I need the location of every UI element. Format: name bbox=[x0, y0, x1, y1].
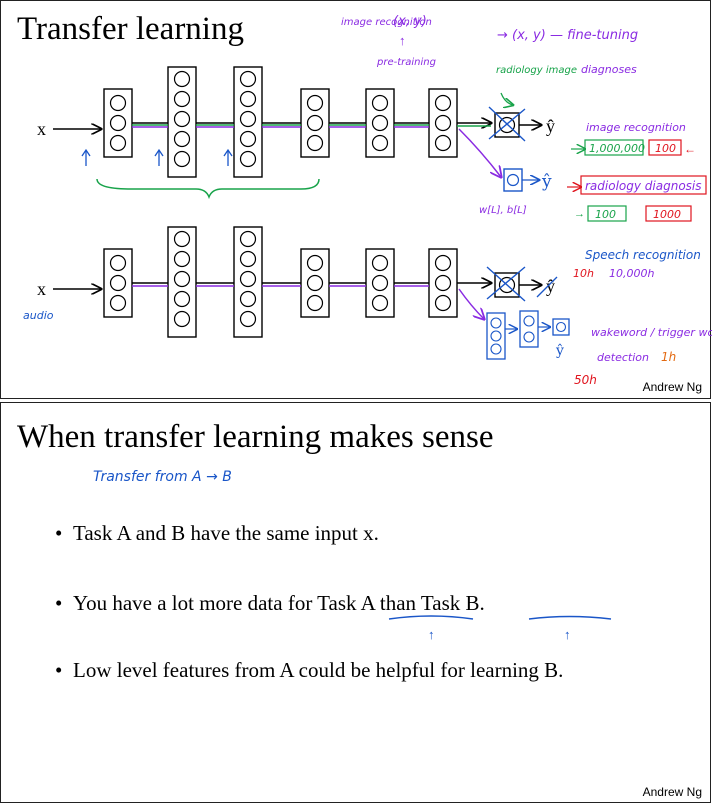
author-credit: Andrew Ng bbox=[642, 785, 702, 799]
arrow-task-b: ↑ bbox=[564, 627, 571, 642]
new-output-label-bottom: ŷ bbox=[555, 342, 564, 359]
input-label-top: x bbox=[37, 119, 46, 139]
note-pretrain-pair: (x, y) bbox=[393, 14, 427, 29]
bullet-2: • You have a lot more data for Task A tha… bbox=[55, 591, 485, 616]
bullet-text: Low level features from A could be helpf… bbox=[73, 658, 564, 682]
layer-brace bbox=[96, 178, 320, 200]
slide2-annotations: Transfer from A → B ↑ ↑ bbox=[93, 469, 612, 642]
layer-5-top bbox=[365, 88, 395, 158]
output-node-top bbox=[488, 106, 541, 142]
note-10000: 10,000h bbox=[609, 267, 654, 280]
note-100b-box bbox=[587, 205, 627, 222]
slide-when-transfer-learning: When transfer learning makes sense Trans… bbox=[0, 402, 711, 803]
layer-6-bottom bbox=[428, 248, 458, 318]
layer-6-top bbox=[428, 88, 458, 158]
note-transfer-from: Transfer from A → B bbox=[93, 469, 232, 485]
note-100-box bbox=[648, 139, 682, 156]
note-weights: w[L], b[L] bbox=[479, 205, 527, 216]
layer-3-bottom bbox=[233, 226, 263, 338]
bullet-3: • Low level features from A could be help… bbox=[55, 658, 563, 683]
note-audio: audio bbox=[23, 309, 54, 322]
note-radiology-image: radiology image bbox=[496, 65, 577, 76]
note-50h: 50h bbox=[574, 373, 597, 387]
underline-task-b bbox=[528, 615, 612, 620]
note-1m: 1,000,000 bbox=[589, 142, 645, 155]
note-radiology-arrow bbox=[500, 92, 513, 105]
branch-arrow-top bbox=[458, 128, 501, 177]
note-100-arrow: ← bbox=[684, 142, 696, 156]
author-credit: Andrew Ng bbox=[642, 380, 702, 394]
output-node-bottom bbox=[486, 266, 541, 302]
bullet-dot: • bbox=[55, 521, 63, 545]
note-wakeword: wakeword / trigger word bbox=[591, 326, 712, 339]
bullet-text: Task A and B have the same input x. bbox=[73, 521, 379, 545]
new-layer-c-bottom bbox=[552, 318, 570, 336]
slide-transfer-learning: Transfer learning x bbox=[0, 0, 712, 399]
blue-up-arrows-top bbox=[81, 148, 233, 166]
input-label-bottom: x bbox=[37, 279, 46, 299]
layer-2-top bbox=[167, 66, 197, 178]
slide-title: Transfer learning bbox=[17, 11, 244, 47]
layer-5-bottom bbox=[365, 248, 395, 318]
note-radiology-box bbox=[580, 175, 707, 195]
note-pretraining: pre-training bbox=[376, 57, 436, 68]
connections-bottom bbox=[132, 283, 491, 286]
note-diagnoses: diagnoses bbox=[581, 63, 637, 76]
output-label-top: ŷ bbox=[546, 116, 555, 136]
note-up-arrow: ↑ bbox=[399, 33, 406, 48]
new-layer-b-bottom bbox=[519, 310, 539, 348]
bullet-dot: • bbox=[55, 658, 63, 682]
bullet-dot: • bbox=[55, 591, 63, 615]
layer-4-top bbox=[300, 88, 330, 158]
note-image-recog: image recognition bbox=[341, 17, 432, 28]
slide-title: When transfer learning makes sense bbox=[17, 419, 494, 455]
note-100: 100 bbox=[655, 142, 676, 155]
note-100b: 100 bbox=[595, 208, 616, 221]
layer-1-bottom bbox=[103, 248, 133, 318]
layer-2-bottom bbox=[167, 226, 197, 338]
note-image-recognition: image recognition bbox=[586, 121, 686, 134]
underline-task-a bbox=[388, 615, 474, 620]
output-label-bottom: ŷ bbox=[546, 276, 555, 296]
note-finetune: → (x, y) — fine-tuning bbox=[497, 28, 638, 43]
new-output-label-top: ŷ bbox=[541, 172, 552, 192]
bullet-text: You have a lot more data for Task A than… bbox=[73, 591, 485, 615]
note-detection: detection bbox=[597, 351, 649, 364]
note-10h: 10h bbox=[573, 267, 594, 280]
bullet-1: • Task A and B have the same input x. bbox=[55, 521, 379, 546]
note-1000: 1000 bbox=[653, 208, 681, 221]
note-100b-arrow: → bbox=[574, 208, 585, 220]
layer-3-top bbox=[233, 66, 263, 178]
note-1h: 1h bbox=[661, 350, 676, 364]
layer-4-bottom bbox=[300, 248, 330, 318]
new-output-node-top bbox=[503, 168, 539, 192]
branch-arrow-bottom bbox=[458, 288, 484, 319]
connections-top bbox=[132, 123, 491, 127]
layer-1-top bbox=[103, 88, 133, 158]
note-1000-box bbox=[645, 205, 692, 222]
arrow-task-a: ↑ bbox=[428, 627, 435, 642]
note-speech: Speech recognition bbox=[585, 248, 701, 262]
network-diagram: x bbox=[23, 14, 712, 387]
note-1m-box bbox=[584, 139, 644, 156]
note-radiology-diag: radiology diagnosis bbox=[585, 179, 702, 193]
new-layer-a-bottom bbox=[486, 312, 506, 360]
output-strike-bottom bbox=[536, 276, 558, 298]
